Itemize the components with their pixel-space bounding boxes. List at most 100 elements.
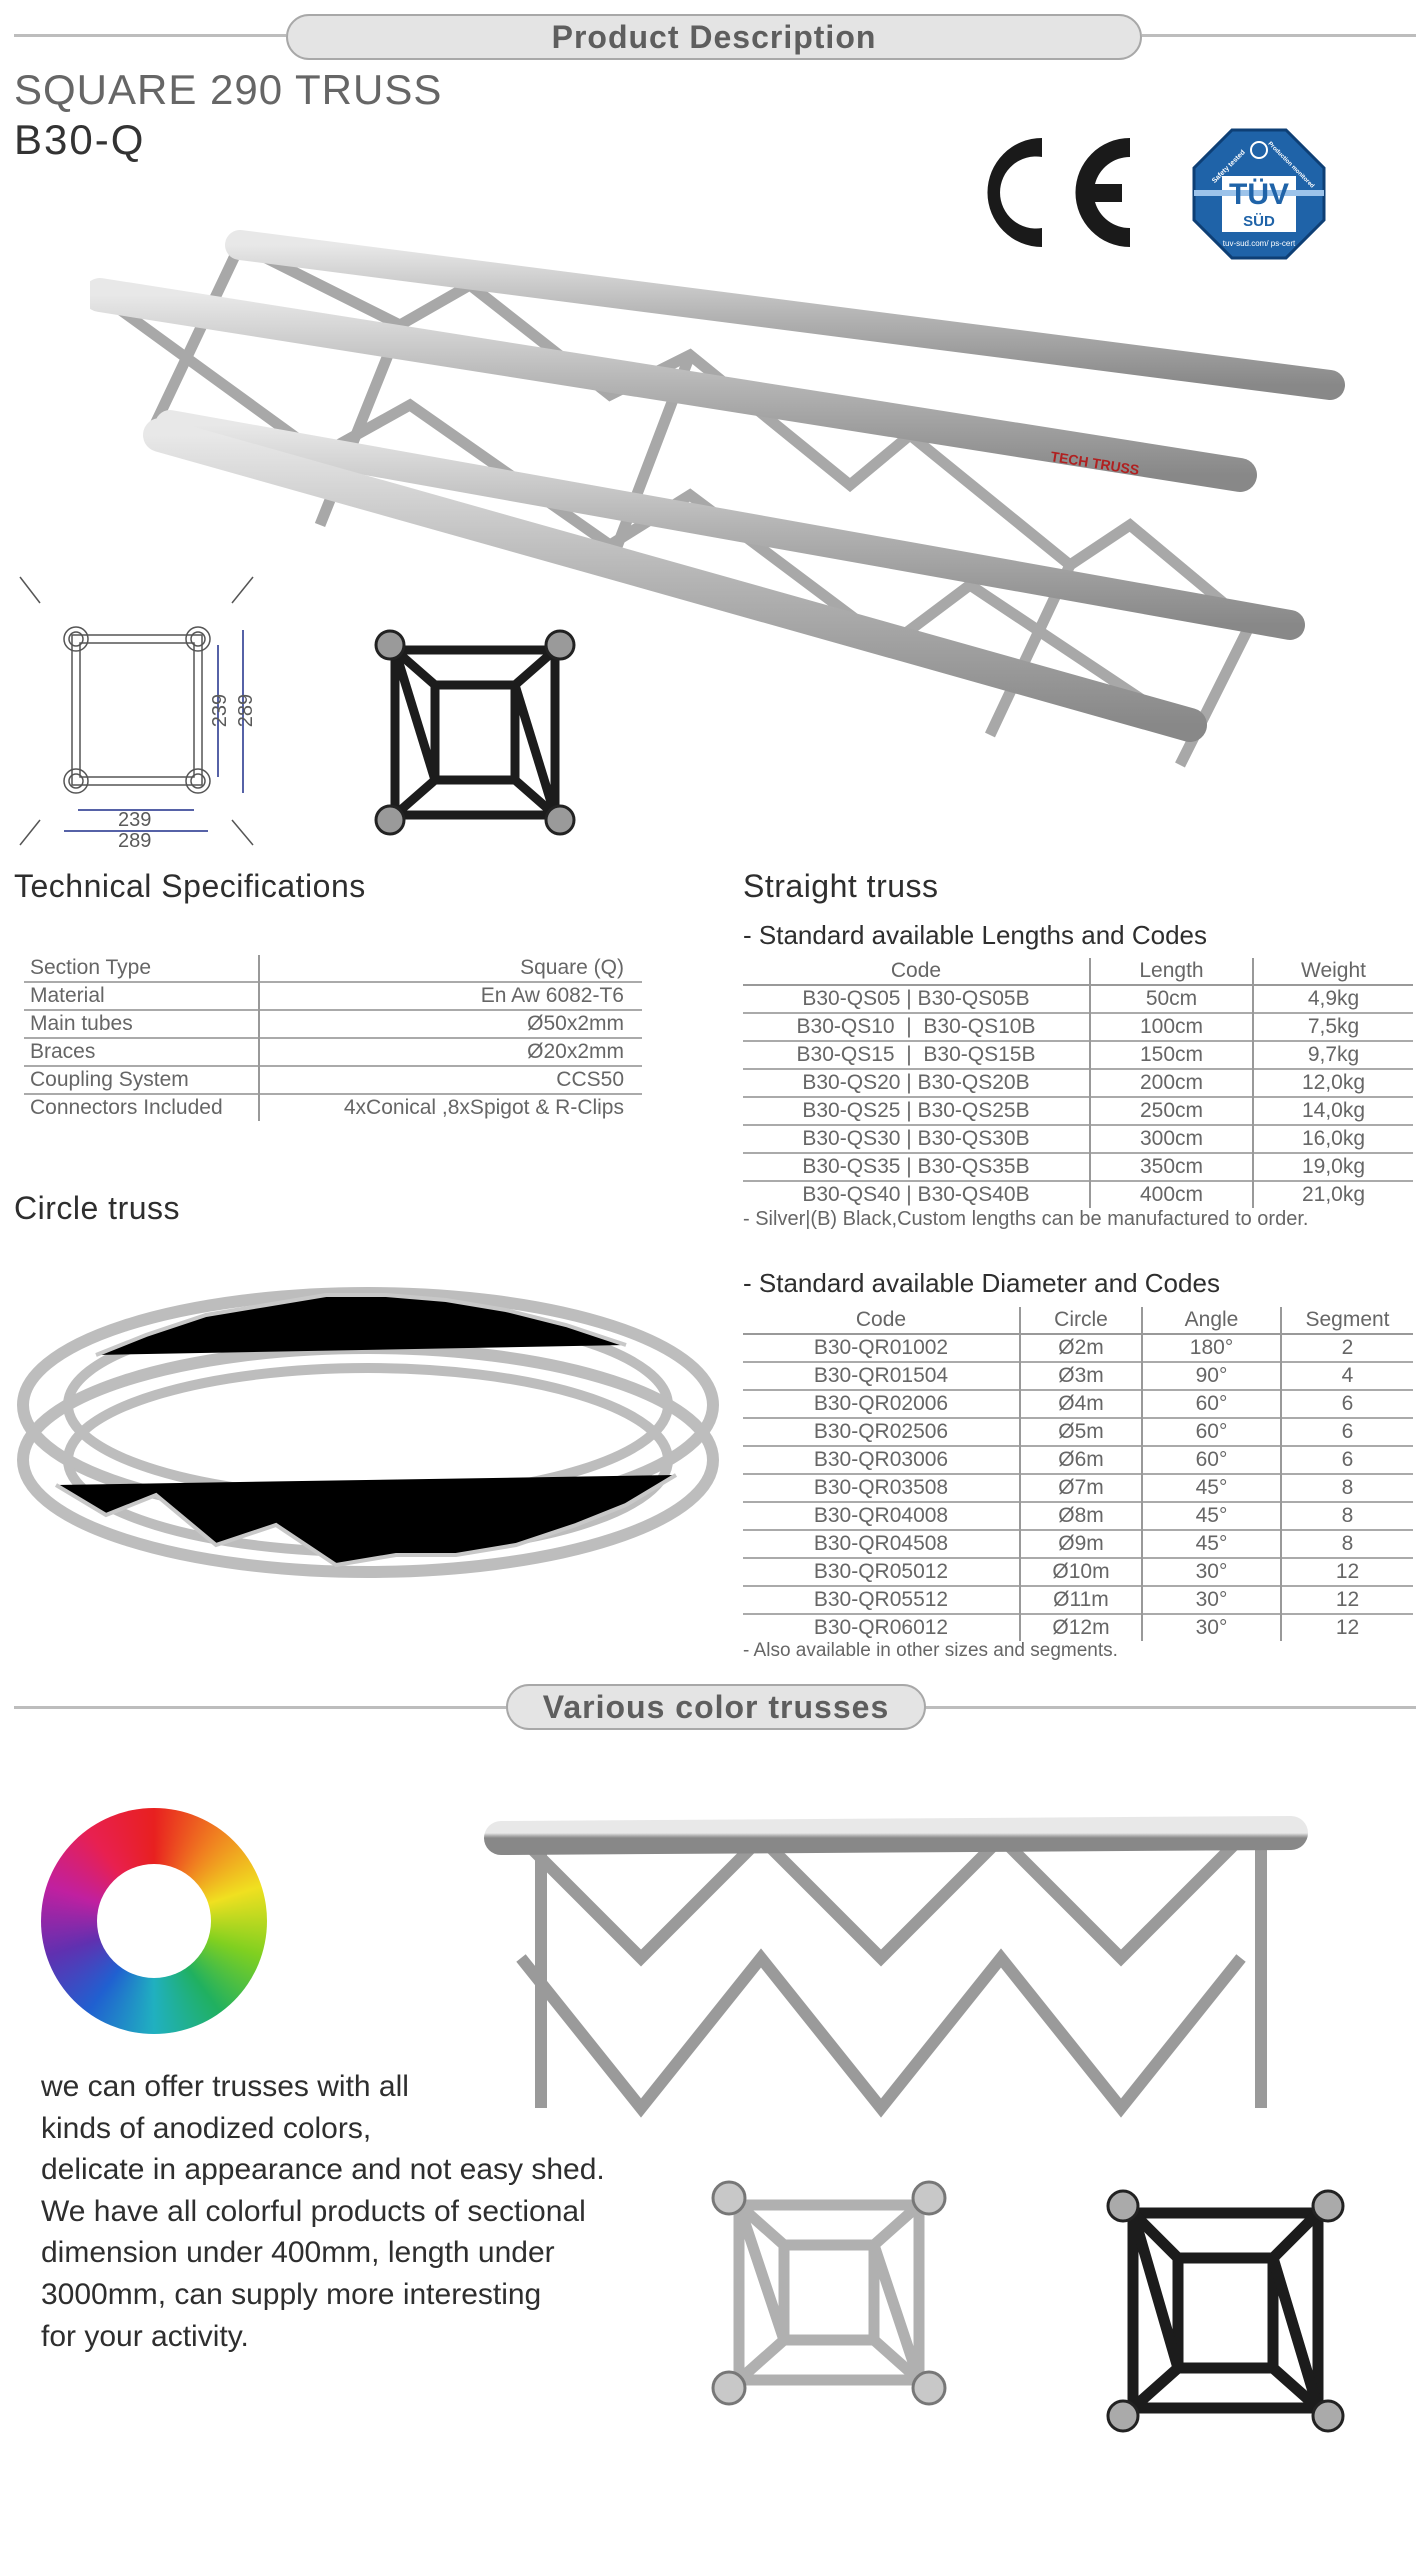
spec-label: Braces [30,1040,96,1063]
table-cell: 8 [1280,1502,1413,1530]
table-cell: 7,5kg [1252,1013,1413,1041]
diameter-subtitle: - Standard available Diameter and Codes [743,1268,1220,1298]
table-cell: B30-QR03006 [813,1448,949,1471]
tuv-name: TÜV [1229,178,1289,211]
spec-row: Braces Ø20x2mm [24,1038,642,1066]
lengths-subtitle: - Standard available Lengths and Codes [743,920,1207,950]
spec-row: Section Type Square (Q) [24,955,642,982]
table-cell: B30-QR05512 [813,1588,949,1611]
table-cell: 9,7kg [1252,1041,1413,1069]
diameter-note: - Also available in other sizes and segm… [743,1640,1118,1661]
header-rule-right [1142,34,1416,37]
table-cell: 12,0kg [1252,1069,1413,1097]
table-cell: 8 [1280,1530,1413,1558]
table-cell: B30-QR03508 [813,1476,949,1499]
table-cell: 50cm [1089,985,1253,1013]
square-truss-photo: TECH TRUSS [83,225,1360,785]
spec-value: 4xConical ,8xSpigot & R-Clips [258,1094,642,1121]
table-cell: 45° [1141,1474,1281,1502]
tuv-url: tuv-sud.com/ ps-cert [1223,239,1296,248]
table-cell: Ø7m [1019,1474,1142,1502]
spec-value: En Aw 6082-T6 [258,982,642,1010]
table-cell: B30-QS40 | B30-QS40B [802,1183,1030,1206]
table-cell: 300cm [1089,1125,1253,1153]
spec-label: Section Type [30,956,152,979]
spec-label: Material [30,984,105,1007]
table-cell: B30-QR01504 [813,1364,949,1387]
product-code: B30-Q [14,116,146,163]
ce-mark-logo [980,130,1135,255]
table-cell: 30° [1141,1558,1281,1586]
table-cell: Ø2m [1019,1334,1142,1362]
table-cell: 12 [1280,1586,1413,1614]
table-cell: Ø12m [1019,1614,1142,1641]
table-cell: 4 [1280,1362,1413,1390]
column-header: Code [855,1308,907,1331]
table-cell: 2 [1280,1334,1413,1362]
colors-description-line: for your activity. [41,2319,249,2353]
spec-value: Square (Q) [258,955,642,982]
header-rule-left [14,34,286,37]
table-cell: B30-QS30 | B30-QS30B [802,1127,1030,1150]
table-cell: 30° [1141,1586,1281,1614]
dimension-inner-height: 239 [209,693,232,728]
black-truss-cube-photo-2 [1093,2178,1358,2448]
column-header: Weight [1252,958,1413,985]
table-cell: B30-QS35 | B30-QS35B [802,1155,1030,1178]
table-cell: 6 [1280,1418,1413,1446]
circle-truss-photo [16,1255,721,1610]
table-cell: Ø6m [1019,1446,1142,1474]
table-cell: 45° [1141,1530,1281,1558]
column-header: Angle [1141,1307,1281,1334]
colors-description-line: we can offer trusses with all [41,2070,409,2103]
table-cell: 16,0kg [1252,1125,1413,1153]
table-cell: B30-QR05012 [813,1560,949,1583]
section-header-title: Product Description [551,18,877,55]
table-cell: B30-QR04508 [813,1532,949,1555]
table-cell: 180° [1141,1334,1281,1362]
silver-truss-cube-photo [694,2170,964,2415]
table-cell: B30-QR02506 [813,1420,949,1443]
spec-value: Ø20x2mm [258,1038,642,1066]
table-cell: 12 [1280,1558,1413,1586]
table-cell: 30° [1141,1614,1281,1641]
table-cell: B30-QS05 | B30-QS05B [802,987,1030,1010]
table-cell: 21,0kg [1252,1181,1413,1208]
dimension-inner-width: 239 [118,809,152,831]
column-header: Length [1089,958,1253,985]
table-cell: 45° [1141,1502,1281,1530]
lengths-note: - Silver|(B) Black,Custom lengths can be… [743,1208,1309,1230]
table-cell: Ø4m [1019,1390,1142,1418]
colors-description-line: 3000mm, can supply more interesting [41,2277,542,2311]
table-cell: 6 [1280,1446,1413,1474]
table-cell: 60° [1141,1446,1281,1474]
table-cell: 90° [1141,1362,1281,1390]
table-cell: B30-QR01002 [813,1336,949,1359]
tuv-sub: SÜD [1243,213,1275,230]
table-cell: 200cm [1089,1069,1253,1097]
table-cell: 12 [1280,1614,1413,1641]
table-cell: B30-QR06012 [813,1616,949,1639]
